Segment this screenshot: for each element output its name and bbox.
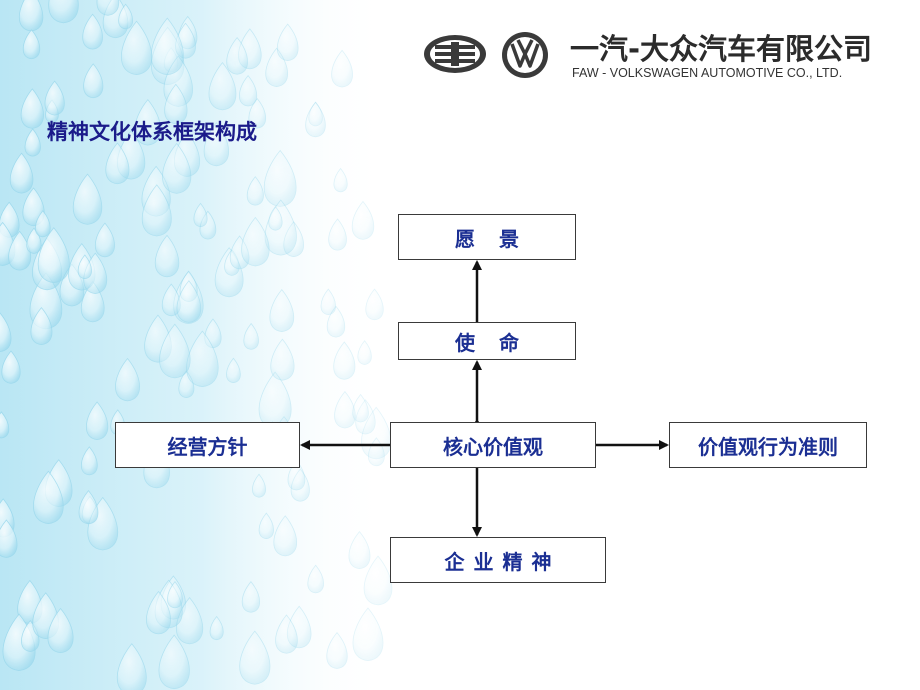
- water-drop: [348, 531, 371, 569]
- water-drop: [328, 218, 347, 251]
- water-drop: [270, 338, 295, 381]
- water-drop: [78, 490, 99, 525]
- header: 一汽-大众汽车有限公司 FAW - VOLKSWAGEN AUTOMOTIVE …: [420, 26, 920, 86]
- node-core-values: 核心价值观: [390, 422, 596, 468]
- water-drop: [226, 357, 241, 383]
- water-drop: [252, 473, 266, 498]
- company-name-en: FAW - VOLKSWAGEN AUTOMOTIVE CO., LTD.: [572, 66, 843, 80]
- water-drop: [176, 280, 202, 323]
- water-drop: [33, 470, 64, 524]
- water-drop: [44, 80, 65, 116]
- water-drop: [326, 305, 346, 338]
- water-drop: [20, 88, 44, 129]
- water-drop: [331, 49, 353, 88]
- water-drop: [248, 97, 267, 129]
- water-drop: [161, 283, 181, 317]
- water-drop: [30, 307, 53, 346]
- water-drop: [82, 13, 103, 50]
- water-drop: [273, 515, 298, 557]
- water-drop: [307, 564, 324, 594]
- node-business-policy: 经营方针: [115, 422, 300, 468]
- water-drop: [363, 555, 393, 606]
- water-drop: [226, 36, 248, 75]
- water-drop: [116, 643, 147, 690]
- water-drop: [0, 312, 12, 352]
- water-drop: [159, 323, 191, 379]
- water-drop: [239, 630, 271, 685]
- water-drop: [162, 142, 192, 194]
- water-drop: [246, 176, 264, 206]
- node-value-norms: 价值观行为准则: [669, 422, 867, 468]
- water-drop: [154, 234, 180, 278]
- water-drop: [22, 29, 41, 60]
- water-drop: [276, 23, 299, 61]
- volkswagen-logo-icon: [502, 32, 548, 78]
- node-mission: 使命: [398, 322, 576, 360]
- water-drop: [167, 580, 183, 609]
- water-drop: [241, 216, 270, 267]
- water-drop: [9, 152, 34, 194]
- node-vision: 愿景: [398, 214, 576, 260]
- water-drop: [1, 350, 21, 384]
- water-drop: [208, 61, 237, 111]
- water-drop: [0, 519, 18, 558]
- water-drop: [77, 254, 92, 279]
- water-drop: [0, 411, 10, 439]
- water-drop: [352, 393, 369, 423]
- water-drop: [357, 340, 372, 365]
- page-title: 精神文化体系框架构成: [47, 120, 257, 144]
- water-drop: [365, 288, 384, 321]
- water-drop: [80, 446, 98, 476]
- water-drop: [94, 222, 115, 258]
- water-drop: [320, 288, 336, 316]
- water-drop: [105, 142, 130, 185]
- water-drops: [0, 0, 393, 690]
- water-drop: [305, 101, 326, 138]
- water-drop: [164, 83, 188, 125]
- water-drop: [141, 184, 172, 237]
- water-drop: [333, 167, 348, 193]
- water-drop: [333, 341, 356, 380]
- water-drop: [239, 75, 258, 107]
- water-drop: [37, 227, 70, 283]
- water-drop: [34, 210, 51, 238]
- water-drop: [158, 634, 190, 690]
- water-drop: [121, 20, 153, 75]
- company-name-cn: 一汽-大众汽车有限公司: [570, 32, 873, 66]
- water-drop: [334, 391, 356, 429]
- water-drop: [150, 17, 184, 76]
- water-drop: [83, 63, 104, 99]
- water-drop: [72, 173, 103, 225]
- water-drop: [48, 0, 79, 24]
- water-drop: [24, 128, 41, 157]
- water-drop: [241, 581, 261, 613]
- water-drop: [268, 206, 283, 231]
- water-drop: [193, 202, 208, 227]
- water-drop: [275, 614, 298, 654]
- water-drop: [258, 512, 274, 539]
- water-drop: [243, 322, 259, 350]
- water-drop: [96, 0, 120, 16]
- water-drop: [115, 357, 140, 402]
- water-drop: [146, 590, 171, 635]
- water-drop: [209, 615, 224, 641]
- faw-logo-icon: [424, 35, 486, 73]
- water-drop: [269, 289, 295, 332]
- water-drop: [118, 3, 134, 30]
- water-drop: [203, 122, 229, 167]
- water-drop: [352, 607, 384, 661]
- water-drop: [134, 98, 162, 146]
- water-drop: [85, 401, 109, 440]
- water-drop: [326, 631, 348, 669]
- water-drop: [47, 607, 74, 654]
- water-drop: [351, 200, 375, 240]
- node-enterprise-spirit: 企业精神: [390, 537, 606, 583]
